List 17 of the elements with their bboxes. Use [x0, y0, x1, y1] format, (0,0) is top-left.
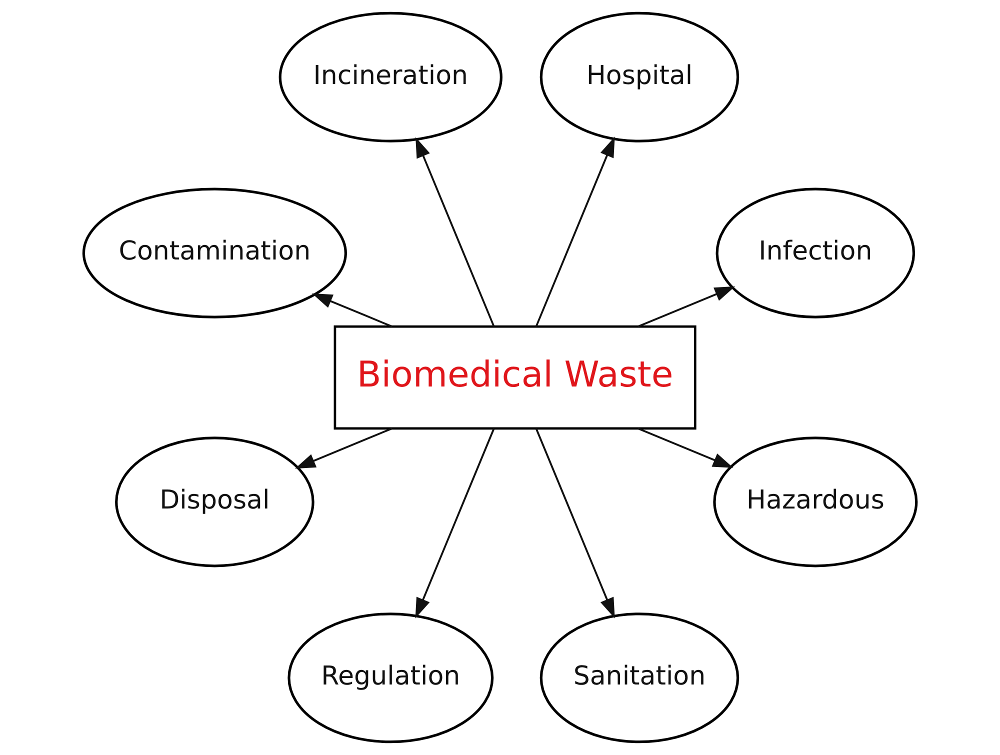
arrow: [312, 293, 392, 328]
arrow: [416, 137, 495, 327]
arrow: [295, 428, 392, 469]
node-ellipse: Sanitation: [540, 612, 740, 744]
node-ellipse: Regulation: [288, 612, 494, 744]
arrow: [638, 428, 734, 468]
arrow: [415, 428, 495, 618]
node-ellipse: Contamination: [82, 188, 347, 318]
arrow: [535, 428, 615, 618]
node-ellipse: Hazardous: [713, 436, 918, 568]
node-ellipse: Incineration: [278, 12, 502, 142]
arrow: [535, 136, 615, 327]
node-ellipse: Disposal: [115, 436, 314, 568]
arrow: [638, 286, 736, 328]
node-box: Biomedical Waste: [334, 325, 696, 430]
node-ellipse: Hospital: [540, 12, 740, 142]
node-ellipse: Infection: [716, 188, 916, 318]
